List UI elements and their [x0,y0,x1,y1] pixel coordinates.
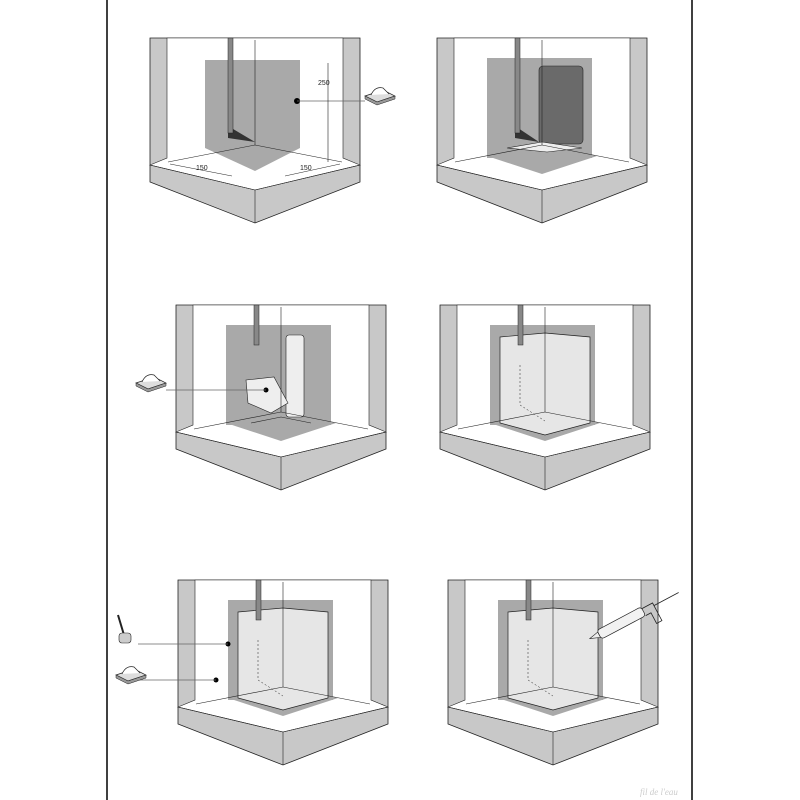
hidden-edge [257,640,284,697]
sponge-handle [121,666,141,675]
pipe [227,37,234,134]
floor-front-edge [149,164,361,191]
floor-front-edge [436,164,648,191]
dimension-right-line [284,163,341,177]
floor-front-edge [177,706,389,733]
hidden-edge [527,640,554,697]
floor-back-edge [167,144,343,163]
floor-membrane [487,146,597,174]
membrane-area [226,325,331,425]
sponge-icon [115,666,147,685]
roller-head [118,632,132,644]
dimension-left-line [169,163,233,177]
watermark: fil de l'eau [640,787,678,797]
hidden-edge [519,365,546,422]
sponge-handle [370,87,390,96]
sponge-base [115,674,147,685]
floor-back-edge [193,411,369,430]
floor-front-edge [175,431,387,458]
floor-back-edge [195,686,371,705]
roller-handle [117,614,125,636]
pipe [517,304,524,346]
sponge-base [135,382,167,393]
dimension-right-label: 150 [300,165,312,172]
floor-back-edge [465,686,641,705]
membrane-sheet-fold [245,376,289,414]
step-panel-1 [149,37,396,224]
pipe [255,579,262,621]
floor-back-edge [454,144,630,163]
step-panel-3 [135,304,387,491]
dimension-height-label: 250 [318,80,330,87]
floor-sheet [506,141,583,153]
sponge-icon [364,87,396,106]
treatment-area [205,60,300,148]
floor-membrane [226,413,336,441]
pipe [253,304,260,346]
step-panel-2 [436,37,648,224]
step-panel-4 [439,304,651,491]
floor-sheet-edge [250,416,312,424]
gun-frame [641,592,679,624]
sponge-handle [141,374,161,383]
floor-back-edge [457,411,633,430]
sponge-icon [135,374,167,393]
floor-front-edge [447,706,659,733]
corner-piece [515,126,539,142]
corner-piece [228,126,255,142]
pipe [514,37,521,134]
step-panel-6 [447,579,679,766]
dimension-left-label: 150 [196,165,208,172]
membrane-sheet-right [285,334,305,418]
sponge-base [364,95,396,106]
caulk-gun-icon [588,592,679,639]
floor-front-edge [439,431,651,458]
roller-icon [117,614,132,644]
cartridge [597,607,645,639]
floor-treatment-area [205,145,300,171]
membrane-sheet [538,65,584,145]
step-panel-5 [115,579,389,766]
pipe [525,579,532,621]
